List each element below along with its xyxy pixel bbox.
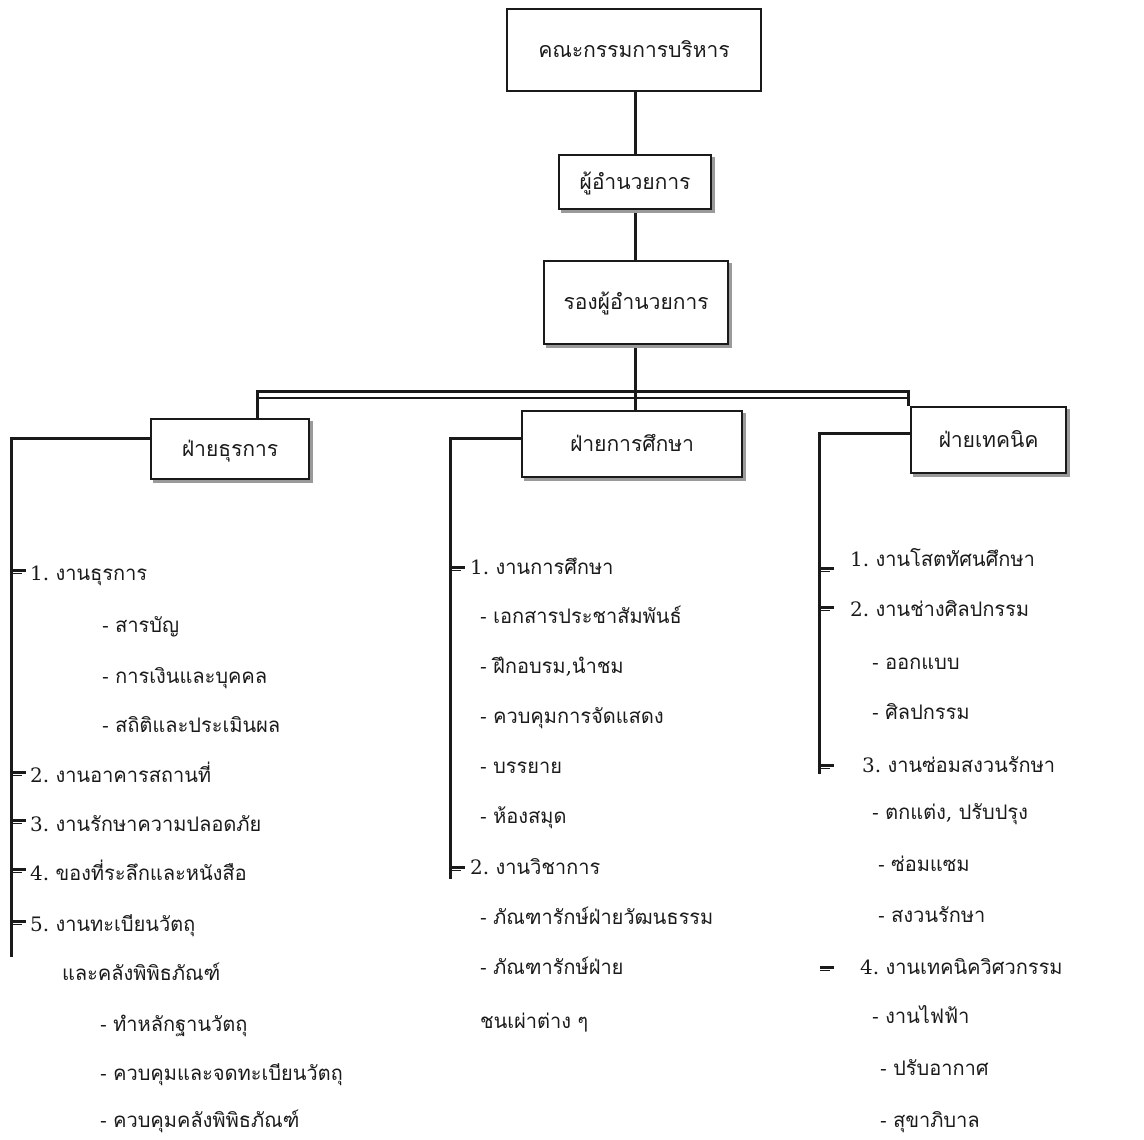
list-item: - ซ่อมแซม — [878, 852, 970, 876]
list-item: 3. งานซ่อมสงวนรักษา — [862, 753, 1056, 777]
technical-division-box: ฝ่ายเทคนิค — [910, 406, 1067, 474]
list-item: ชนเผ่าต่าง ๆ — [480, 1009, 589, 1033]
list-item: - สงวนรักษา — [878, 903, 986, 927]
business-branch-top — [10, 437, 150, 440]
list-item: - ควบคุมคลังพิพิธภัณฑ์ — [100, 1108, 300, 1132]
list-item: - งานไฟฟ้า — [872, 1004, 970, 1028]
list-item: - ออกแบบ — [872, 650, 960, 674]
list-item: 4. งานเทคนิควิศวกรรม — [860, 955, 1063, 979]
technical-branch-line — [818, 432, 821, 774]
list-item: และคลังพิพิธภัณฑ์ — [62, 961, 221, 985]
bus-horizontal-bar-lower — [256, 397, 910, 399]
list-item: 5. งานทะเบียนวัตถุ — [30, 912, 196, 936]
connector-bus-technical — [907, 392, 910, 406]
list-item: 2. งานวิชาการ — [470, 855, 601, 879]
list-item: - ควบคุมและจดทะเบียนวัตถุ — [100, 1061, 343, 1085]
list-item: - ปรับอากาศ — [880, 1056, 989, 1080]
connector-deputy-bus — [634, 345, 637, 395]
technical-tick-2 — [820, 606, 834, 611]
list-item: - บรรยาย — [480, 754, 562, 778]
list-item: - ศิลปกรรม — [872, 700, 970, 724]
list-item: - ภัณฑารักษ์ฝ่าย — [480, 955, 624, 979]
executive-board-box: คณะกรรมการบริหาร — [506, 8, 762, 92]
deputy-director-box: รองผู้อำนวยการ — [543, 260, 729, 345]
education-branch-top — [449, 437, 521, 440]
list-item: 4. ของที่ระลึกและหนังสือ — [30, 861, 247, 885]
list-item: - ห้องสมุด — [480, 804, 567, 828]
connector-top-director — [634, 92, 637, 154]
connector-bus-education — [634, 392, 637, 410]
business-tick-3 — [12, 819, 26, 824]
list-item: - สุขาภิบาล — [880, 1108, 980, 1132]
list-item: - สถิติและประเมินผล — [102, 713, 281, 737]
list-item: 3. งานรักษาความปลอดภัย — [30, 812, 262, 836]
education-tick-1 — [451, 566, 465, 571]
list-item: 2. งานช่างศิลปกรรม — [850, 597, 1030, 621]
director-label: ผู้อำนวยการ — [579, 169, 691, 194]
education-division-box: ฝ่ายการศึกษา — [521, 410, 743, 478]
list-item: 1. งานธุรการ — [30, 561, 148, 585]
business-branch-line — [10, 437, 13, 957]
technical-division-label: ฝ่ายเทคนิค — [938, 427, 1039, 452]
list-item: - สารบัญ — [102, 613, 180, 637]
list-item: - เอกสารประชาสัมพันธ์ — [480, 604, 682, 628]
business-tick-1 — [12, 569, 26, 574]
business-division-box: ฝ่ายธุรการ — [150, 418, 310, 480]
list-item: - ทำหลักฐานวัตถุ — [100, 1012, 248, 1036]
list-item: 1. งานการศึกษา — [470, 555, 614, 579]
education-tick-2 — [451, 866, 465, 871]
list-item: - ควบคุมการจัดแสดง — [480, 704, 664, 728]
business-tick-2 — [12, 771, 26, 776]
director-box: ผู้อำนวยการ — [558, 154, 712, 210]
bus-horizontal-bar — [256, 390, 910, 393]
list-item: 2. งานอาคารสถานที่ — [30, 763, 212, 787]
deputy-director-label: รองผู้อำนวยการ — [563, 290, 709, 314]
business-tick-4 — [12, 868, 26, 873]
connector-bus-business — [256, 392, 259, 418]
connector-director-deputy — [634, 210, 637, 260]
list-item: - การเงินและบุคคล — [102, 664, 268, 688]
technical-branch-top — [818, 432, 910, 435]
list-item: 1. งานโสตทัศนศึกษา — [850, 547, 1035, 571]
list-item: - ตกแต่ง, ปรับปรุง — [872, 800, 1028, 824]
list-item: - ฝึกอบรม,นำชม — [480, 654, 624, 678]
business-division-label: ฝ่ายธุรการ — [181, 436, 279, 461]
business-tick-5 — [12, 920, 26, 925]
education-division-label: ฝ่ายการศึกษา — [570, 431, 694, 456]
executive-board-label: คณะกรรมการบริหาร — [538, 37, 730, 62]
technical-tick-1 — [820, 567, 834, 572]
technical-tick-4 — [820, 966, 834, 971]
technical-tick-3 — [820, 764, 834, 769]
education-branch-line — [449, 437, 452, 879]
list-item: - ภัณฑารักษ์ฝ่ายวัฒนธรรม — [480, 905, 714, 929]
